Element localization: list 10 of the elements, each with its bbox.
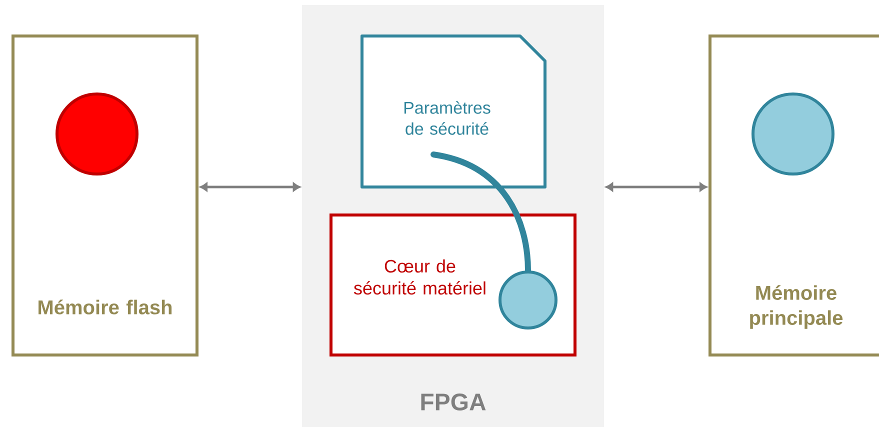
memory-box: Mémoire flash bbox=[12, 34, 198, 356]
circle bbox=[498, 270, 558, 330]
circle bbox=[752, 92, 834, 176]
double-arrow bbox=[606, 182, 708, 192]
circle bbox=[56, 92, 138, 176]
double-arrow bbox=[200, 182, 300, 192]
memory-box: Mémoire principale bbox=[708, 34, 879, 356]
security-core-box: Cœur de sécurité matériel bbox=[330, 214, 576, 356]
connector-line bbox=[430, 152, 531, 274]
parameters-document: Paramètres de sécurité bbox=[360, 34, 546, 188]
